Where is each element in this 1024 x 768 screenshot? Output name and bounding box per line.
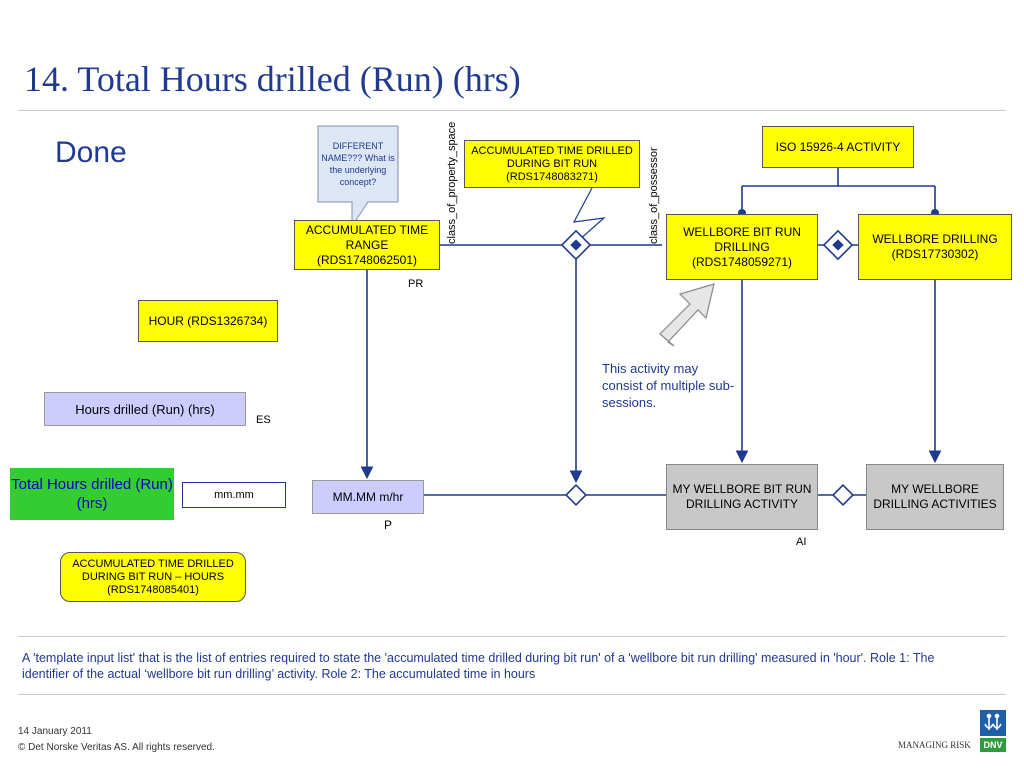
node-my-wellbore-bit-run[interactable]: MY WELLBORE BIT RUN DRILLING ACTIVITY [666,464,818,530]
node-accumulated-time-range[interactable]: ACCUMULATED TIME RANGE (RDS1748062501) [294,220,440,270]
node-wellbore-drilling[interactable]: WELLBORE DRILLING (RDS17730302) [858,214,1012,280]
label-p: P [384,518,393,532]
node-accumulated-hours[interactable]: ACCUMULATED TIME DRILLED DURING BIT RUN … [60,552,246,602]
node-mm-mm-hr[interactable]: MM.MM m/hr [312,480,424,514]
page-title: 14. Total Hours drilled (Run) (hrs) [24,59,521,99]
lightning-connector [569,187,606,249]
footer-date: 14 January 2011 [18,726,92,737]
node-hour[interactable]: HOUR (RDS1326734) [138,300,278,342]
label-ai: AI [796,536,807,548]
node-iso-activity[interactable]: ISO 15926-4 ACTIVITY [762,126,914,168]
activity-note: This activity may consist of multiple su… [602,361,735,410]
diamond-3 [564,483,588,507]
callout-bubble [317,125,399,228]
footer-copyright: © Det Norske Veritas AS. All rights rese… [18,742,215,753]
dnv-logo-icon [980,710,1006,736]
status-text: Done [55,136,127,169]
diamond-1 [560,229,592,261]
description-divider-top [18,636,1006,637]
title-divider [18,110,1006,111]
node-wellbore-bit-run-drilling[interactable]: WELLBORE BIT RUN DRILLING (RDS1748059271… [666,214,818,280]
footer-tagline: MANAGING RISK [898,740,971,750]
dnv-brand: DNV [980,738,1006,752]
node-hours-drilled[interactable]: Hours drilled (Run) (hrs) [44,392,246,426]
label-pr: PR [408,278,424,290]
label-es: ES [256,414,271,426]
anchor-icon [984,713,1002,730]
node-total-hours-drilled[interactable]: Total Hours drilled (Run) (hrs) [10,468,174,520]
diamond-2 [822,229,854,261]
description-divider-bottom [18,694,1006,695]
label-class-of-possessor: class_of_possessor [648,147,660,244]
pointer-arrow [659,283,715,347]
diamond-4 [831,483,855,507]
node-accumulated-time-drilled[interactable]: ACCUMULATED TIME DRILLED DURING BIT RUN … [464,140,640,188]
callout-text: DIFFERENT NAME??? What is the underlying… [321,141,395,187]
label-class-of-property-space: class_of_property_space [446,121,458,244]
description-text: A 'template input list' that is the list… [22,651,935,681]
node-mm-mm[interactable]: mm.mm [182,482,286,508]
node-my-wellbore-drilling[interactable]: MY WELLBORE DRILLING ACTIVITIES [866,464,1004,530]
